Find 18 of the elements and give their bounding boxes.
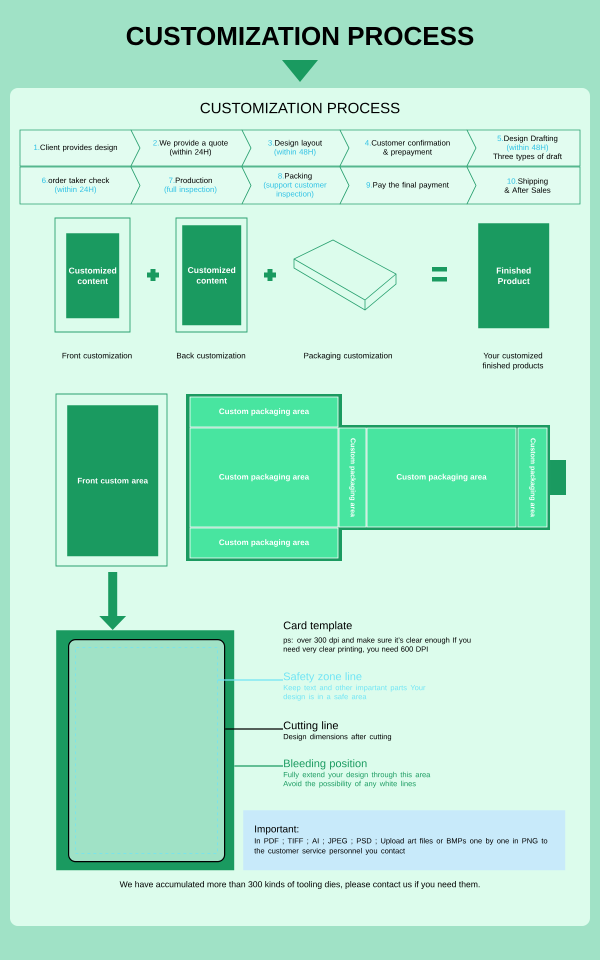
caption: Back customization <box>176 352 246 358</box>
caption: Front customization <box>62 352 132 358</box>
content-card: Customized content <box>66 233 120 318</box>
footer-note: We have accumulated more than 300 kinds of tooling dies, please contact us if you need them. <box>120 881 480 890</box>
leader-line <box>225 728 283 730</box>
packaging-panel: Custom packaging area <box>190 396 338 428</box>
packaging-panel: Custom packaging area <box>190 528 338 558</box>
content-card: Customized content <box>182 225 242 326</box>
label-text: Card template <box>284 621 352 632</box>
leader-line <box>234 765 283 767</box>
title: CUSTOMIZATION PROCESS <box>126 26 474 46</box>
content-card: Finished Product <box>478 223 550 328</box>
box-drawing <box>294 240 396 310</box>
caption: Your customized finished products <box>482 352 544 370</box>
caption: Packaging customization <box>304 352 392 360</box>
content-card: Front custom area <box>67 405 158 556</box>
heading: CUSTOMIZATION PROCESS <box>200 102 400 114</box>
leader-line <box>218 679 283 681</box>
